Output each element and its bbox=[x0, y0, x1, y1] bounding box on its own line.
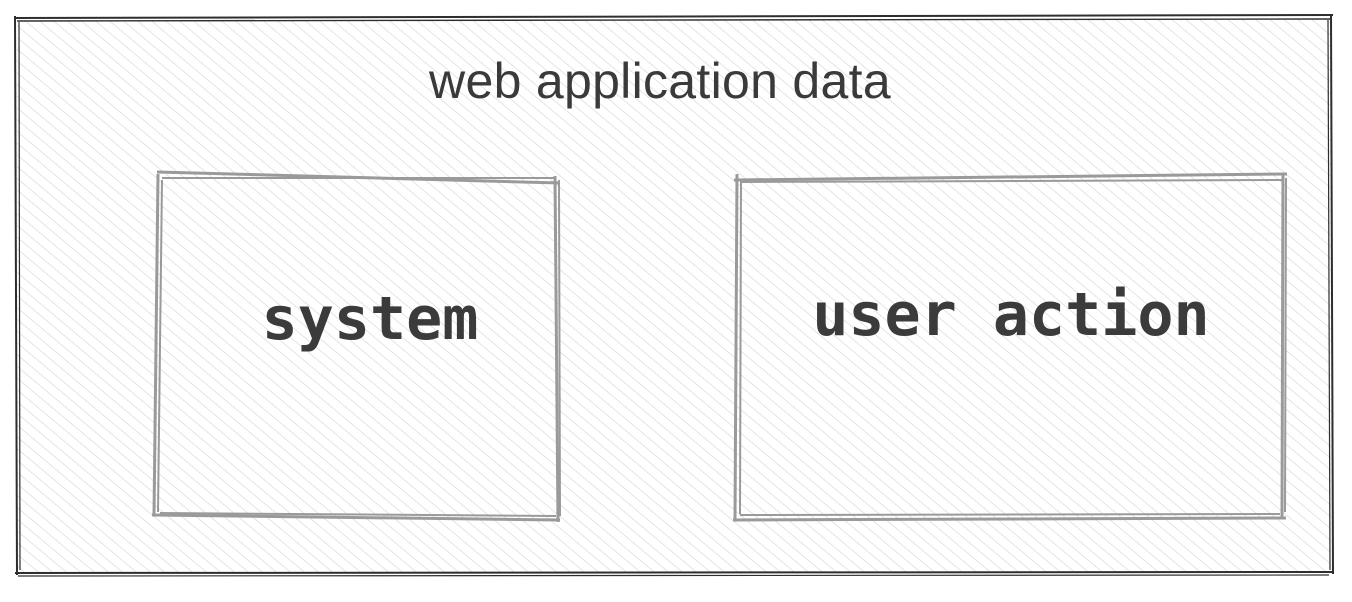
user-action-label: user action bbox=[812, 280, 1210, 350]
user-action-box bbox=[732, 172, 1288, 522]
container-label: web application data bbox=[429, 53, 891, 109]
system-label: system bbox=[261, 284, 479, 354]
outer-container bbox=[14, 13, 1335, 577]
system-box bbox=[151, 170, 561, 523]
